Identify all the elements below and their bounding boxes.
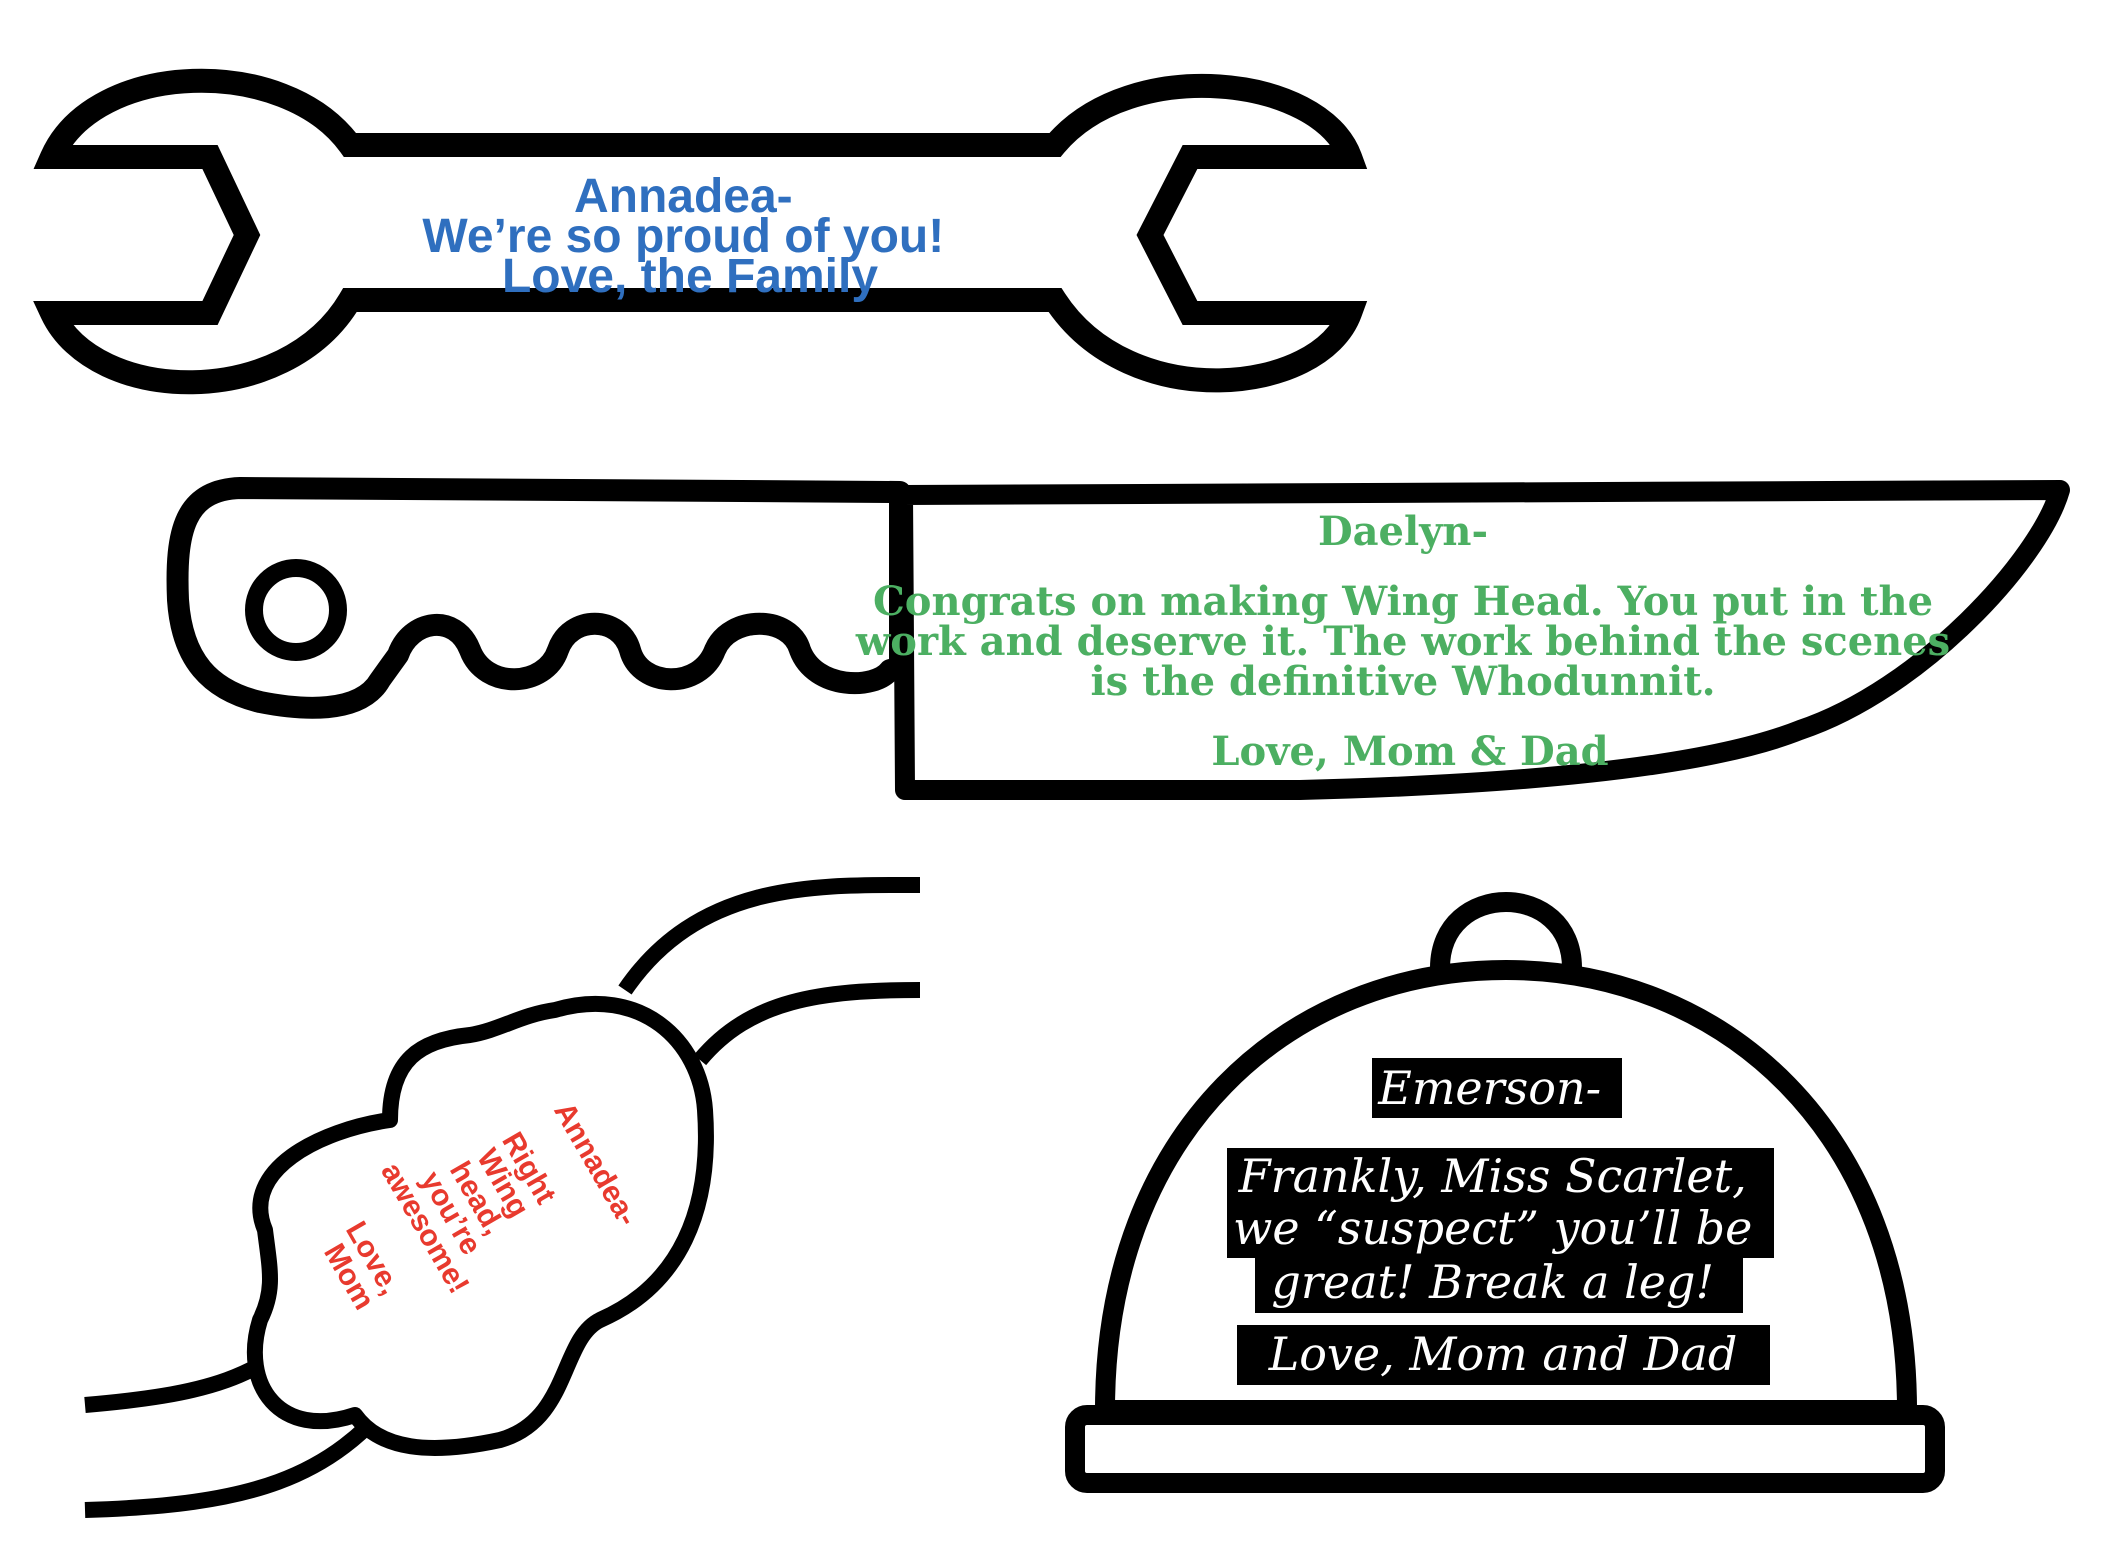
wrench-card: Annadea- We’re so proud of you! Love, th… <box>33 68 1368 395</box>
knife-blade-outline <box>893 480 2070 800</box>
knife-handle-hole <box>245 559 347 661</box>
knife-handle-outline <box>166 477 911 719</box>
rope-upper-strand <box>618 876 921 995</box>
cloche-handle <box>1430 892 1582 969</box>
cloche-body-bg-1 <box>1227 1148 1774 1206</box>
cloche-body-bg-2 <box>1227 1200 1774 1258</box>
cloche-body-bg-3 <box>1255 1255 1743 1313</box>
cloche-signoff-bg <box>1237 1325 1770 1385</box>
cloche-greeting-bg <box>1372 1058 1622 1118</box>
rope-upper-strand-inner <box>693 982 921 1066</box>
cloche-message: Emerson- Frankly, Miss Scarlet, we “susp… <box>1233 1061 1767 1381</box>
knife-card: Daelyn- Congrats on making Wing Head. Yo… <box>166 477 2070 800</box>
cloche-card: Emerson- Frankly, Miss Scarlet, we “susp… <box>1065 892 1945 1493</box>
wrench-outline <box>33 68 1368 395</box>
rope-knot-outline <box>247 995 714 1456</box>
cloche-base <box>1065 1405 1945 1493</box>
rope-card: Annadea- Right Wing head, you’re awesome… <box>84 876 921 1518</box>
wrench-message: Annadea- We’re so proud of you! Love, th… <box>422 170 957 303</box>
knife-message: Daelyn- Congrats on making Wing Head. Yo… <box>855 508 1964 775</box>
